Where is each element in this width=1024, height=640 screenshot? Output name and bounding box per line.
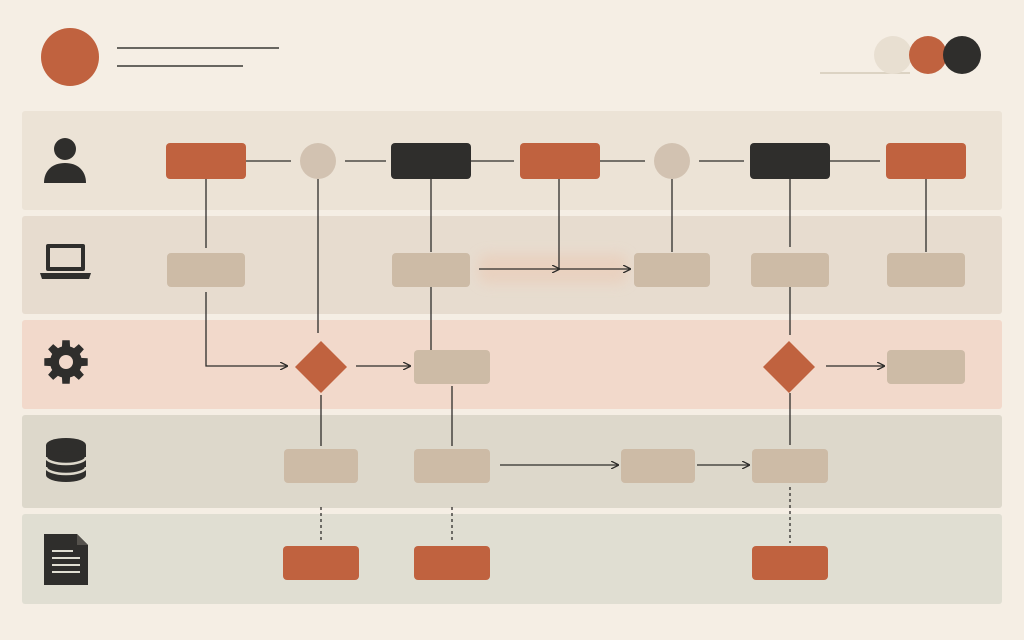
process-node-o2[interactable]	[414, 546, 490, 580]
process-node-d5[interactable]	[887, 253, 965, 287]
process-node-d2[interactable]	[392, 253, 470, 287]
user-icon	[44, 138, 86, 183]
process-node-u4[interactable]	[520, 143, 600, 179]
decision-node-p3[interactable]	[763, 341, 815, 393]
process-node-o3[interactable]	[752, 546, 828, 580]
connector-node-u5[interactable]	[654, 143, 690, 179]
process-node-p4[interactable]	[887, 350, 965, 384]
laptop-icon	[40, 244, 91, 279]
document-icon	[44, 534, 88, 585]
process-node-b1[interactable]	[284, 449, 358, 483]
theme-swatch[interactable]	[874, 36, 912, 74]
theme-swatch[interactable]	[943, 36, 981, 74]
process-node-d3[interactable]	[634, 253, 710, 287]
process-node-o1[interactable]	[283, 546, 359, 580]
process-node-u7[interactable]	[886, 143, 966, 179]
circle-logo	[41, 28, 99, 86]
process-node-p2[interactable]	[414, 350, 490, 384]
database-icon	[44, 438, 88, 482]
theme-swatch[interactable]	[909, 36, 947, 74]
process-node-b4[interactable]	[752, 449, 828, 483]
lane-database	[22, 415, 1002, 508]
process-node-u3[interactable]	[391, 143, 471, 179]
edge-d1-p1	[205, 292, 287, 366]
process-node-u1[interactable]	[166, 143, 246, 179]
theme-switcher[interactable]	[874, 36, 981, 74]
nodes	[166, 143, 966, 580]
decision-node-p1[interactable]	[295, 341, 347, 393]
lanes	[22, 111, 1002, 604]
process-node-u6[interactable]	[750, 143, 830, 179]
header	[41, 28, 981, 86]
process-node-d1[interactable]	[167, 253, 245, 287]
connector-node-u2[interactable]	[300, 143, 336, 179]
gear-icon	[44, 340, 88, 384]
process-node-b2[interactable]	[414, 449, 490, 483]
lane-process	[22, 320, 1002, 409]
lane-document	[22, 514, 1002, 604]
process-node-b3[interactable]	[621, 449, 695, 483]
process-node-d4[interactable]	[751, 253, 829, 287]
edges	[205, 160, 927, 543]
